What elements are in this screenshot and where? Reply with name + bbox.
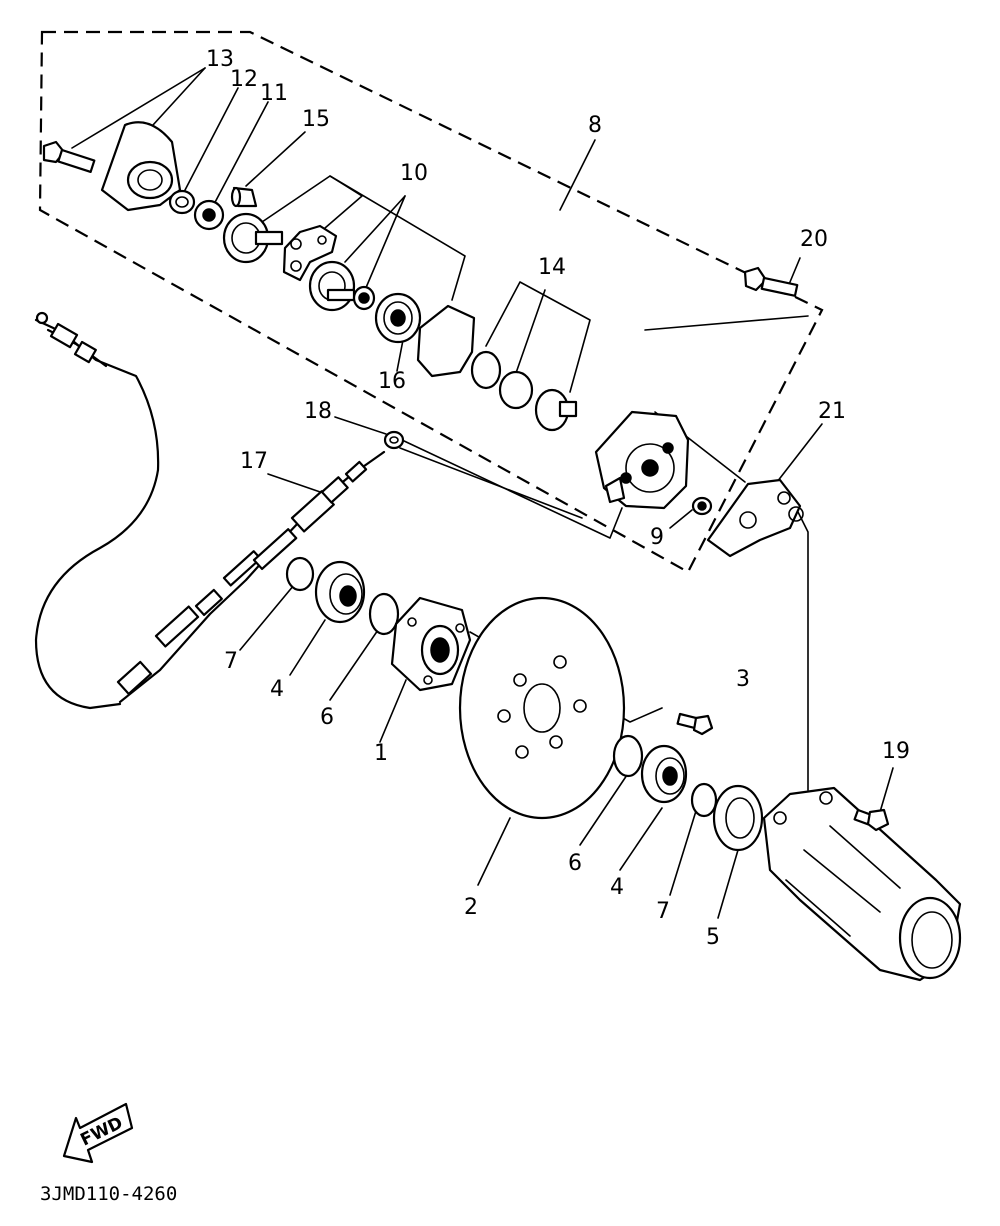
part-label-7-left: 7 [224, 649, 238, 674]
part-label-19: 19 [882, 739, 910, 764]
circlip-6-right [612, 734, 644, 778]
part-label-9: 9 [650, 525, 664, 550]
part-label-10: 10 [400, 161, 428, 186]
bolt-20 [743, 266, 799, 297]
part-label-5: 5 [706, 925, 720, 950]
part-label-12: 12 [230, 67, 258, 92]
forward-direction-arrow: FWD [62, 1102, 134, 1164]
oil-seal-7-left [285, 556, 315, 592]
o-ring-14 [470, 350, 502, 390]
brake-cable-17 [34, 311, 386, 710]
part-number-labels: 13 12 11 15 10 8 20 14 16 18 17 21 9 7 4… [206, 47, 910, 950]
pin-15 [230, 186, 258, 208]
part-label-21: 21 [818, 399, 846, 424]
oil-seal-7-right [690, 782, 718, 818]
part-label-6-left: 6 [320, 705, 334, 730]
ring-12 [168, 189, 196, 215]
part-label-15: 15 [302, 107, 330, 132]
nut-11 [193, 199, 225, 231]
part-label-6-right: 6 [568, 851, 582, 876]
part-label-1: 1 [374, 741, 388, 766]
caliper-body [594, 410, 690, 510]
part-label-14: 14 [538, 255, 566, 280]
part-label-8: 8 [588, 113, 602, 138]
bolt-19 [853, 808, 890, 832]
bolt-3 [676, 712, 714, 736]
bearing-16 [374, 292, 422, 344]
washer-9 [691, 496, 713, 516]
part-label-20: 20 [800, 227, 828, 252]
part-label-4-right: 4 [610, 875, 624, 900]
part-label-17: 17 [240, 449, 268, 474]
piston-14b [534, 388, 578, 432]
axle-housing [762, 786, 962, 982]
bracket-plate [282, 224, 338, 282]
part-label-13: 13 [206, 47, 234, 72]
seal-5 [712, 784, 764, 852]
part-label-18: 18 [304, 399, 332, 424]
circlip-6-left [368, 592, 400, 636]
drawing-code: 3JMD110-4260 [40, 1183, 177, 1205]
bearing-4-right [640, 744, 688, 804]
bracket-21 [706, 478, 804, 558]
part-label-3: 3 [736, 667, 750, 692]
part-label-16: 16 [378, 369, 406, 394]
washer-18 [383, 430, 405, 450]
part-label-11: 11 [260, 81, 288, 106]
adjuster-10 [308, 260, 356, 312]
bolt-13 [42, 140, 96, 174]
caliper-gasket [416, 304, 476, 378]
part-label-4-left: 4 [270, 677, 284, 702]
piston-assembly [222, 212, 284, 264]
brake-disc-2 [458, 596, 626, 820]
bearing-4-left [314, 560, 366, 624]
part-label-2: 2 [464, 895, 478, 920]
part-label-7-right: 7 [656, 899, 670, 924]
caliper-cover-13 [100, 121, 182, 212]
piston-14a [498, 370, 534, 410]
spring-10 [352, 285, 376, 311]
caliper-assembly-outline [38, 30, 824, 574]
hub-1 [390, 596, 472, 692]
